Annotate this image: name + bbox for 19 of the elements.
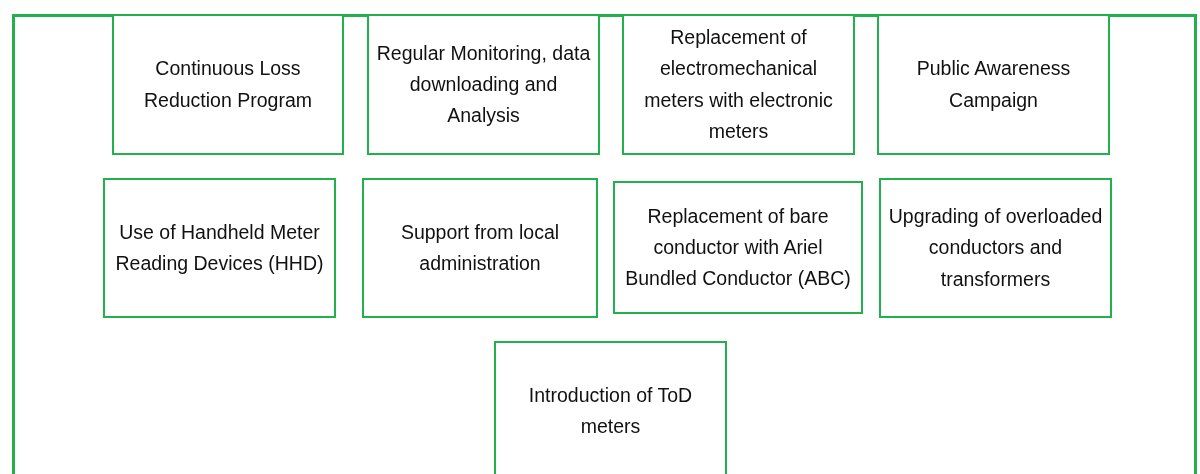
box-label: Replacement of bare conductor with Ariel Bundled Conductor (ABC) xyxy=(624,203,852,292)
process-box xyxy=(879,178,1112,318)
process-box xyxy=(367,14,600,155)
process-box xyxy=(613,181,863,314)
process-box xyxy=(362,178,598,318)
box-label: Replacement of electromechanical meters with electronic meters xyxy=(643,25,834,144)
box-label: Public Awareness Campaign xyxy=(915,56,1072,113)
process-box xyxy=(622,14,855,155)
process-box xyxy=(112,14,344,155)
box-label: Support from local administration xyxy=(399,219,561,276)
box-label: Upgrading of overloaded conductors and transformers xyxy=(887,204,1104,292)
frame xyxy=(12,14,1197,474)
process-box xyxy=(103,178,336,318)
process-box xyxy=(494,341,727,474)
box-label: Continuous Loss Reduction Program xyxy=(143,56,313,113)
box-label: Use of Handheld Meter Reading Devices (HHD) xyxy=(114,219,325,276)
box-label: Introduction of ToD meters xyxy=(527,382,694,439)
process-box xyxy=(877,14,1110,155)
box-label: Regular Monitoring, data downloading and Analysis xyxy=(375,40,592,129)
